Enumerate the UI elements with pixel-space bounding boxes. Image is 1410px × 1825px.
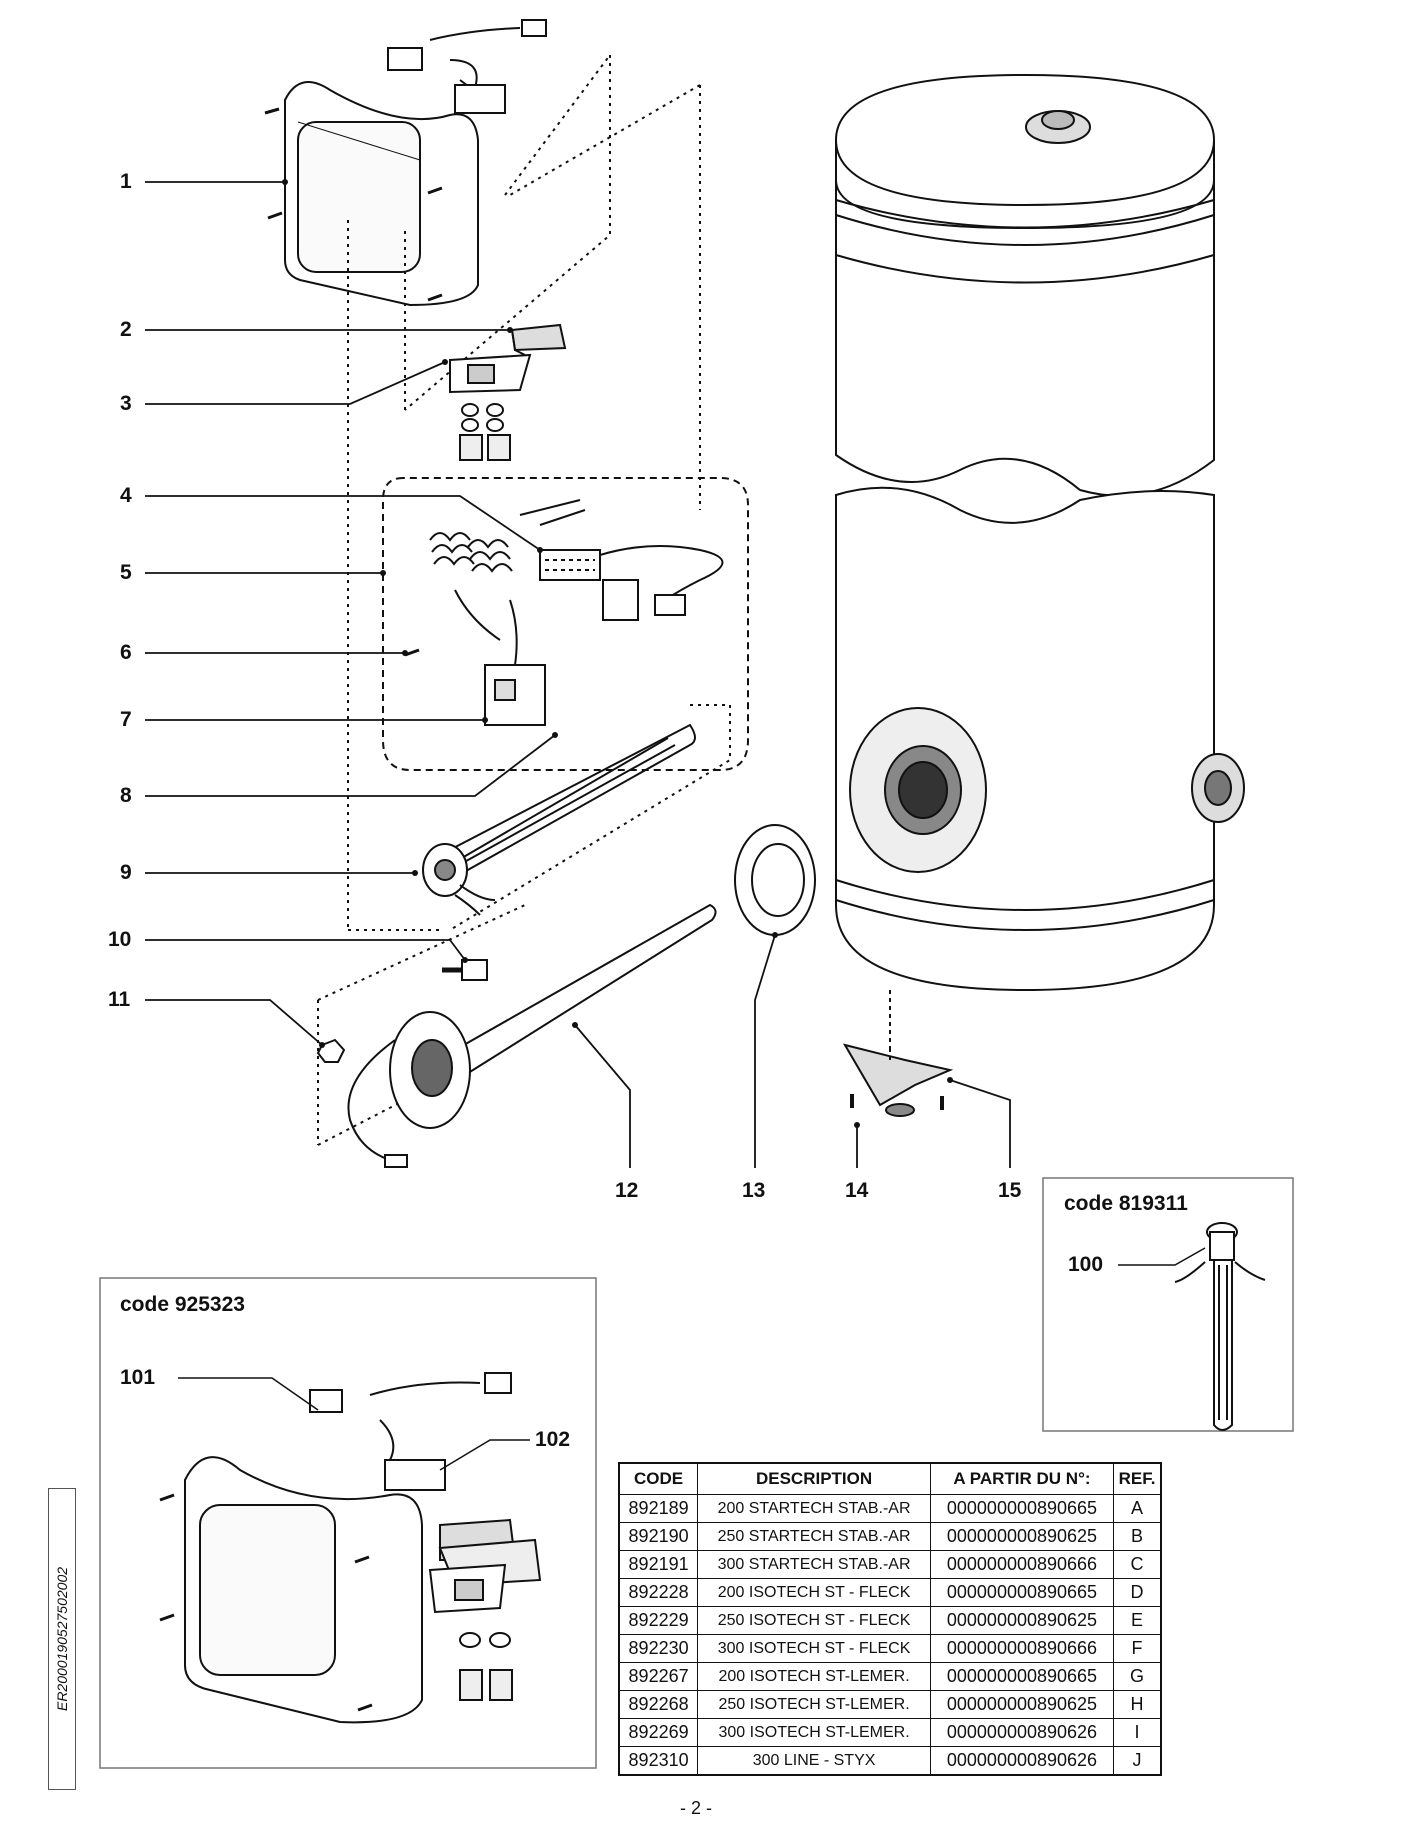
parts-reference-table: CODE DESCRIPTION A PARTIR DU N°: REF. 89… [618,1462,1162,1776]
table-row: 892190 250 STARTECH STAB.-AR 00000000089… [618,1522,1162,1551]
table-row: 892269 300 ISOTECH ST-LEMER. 00000000089… [618,1718,1162,1747]
callout-8: 8 [120,784,132,807]
cell-serial: 000000000890626 [929,1746,1115,1776]
cell-description: 250 ISOTECH ST-LEMER. [697,1690,931,1719]
cell-serial: 000000000890625 [929,1522,1115,1551]
header-code: CODE [618,1462,699,1495]
callout-2: 2 [120,318,132,341]
cell-description: 300 LINE - STYX [697,1746,931,1776]
cell-code: 892191 [618,1550,699,1579]
callout-100: 100 [1068,1253,1104,1276]
cell-ref: G [1113,1662,1162,1691]
cell-code: 892230 [618,1634,699,1663]
inset-cover-kit [159,1372,542,1724]
cell-ref: C [1113,1550,1162,1579]
cell-description: 250 STARTECH STAB.-AR [697,1522,931,1551]
callout-3: 3 [120,392,132,415]
callout-15: 15 [998,1179,1022,1202]
cell-code: 892267 [618,1662,699,1691]
cell-code: 892268 [618,1690,699,1719]
cell-serial: 000000000890665 [929,1578,1115,1607]
cell-code: 892189 [618,1494,699,1523]
cell-ref: D [1113,1578,1162,1607]
table-row: 892228 200 ISOTECH ST - FLECK 0000000008… [618,1578,1162,1607]
cell-description: 300 ISOTECH ST - FLECK [697,1634,931,1663]
cell-ref: J [1113,1746,1162,1776]
cell-code: 892269 [618,1718,699,1747]
base-plate-3 [449,353,532,461]
inset-heating-element [1118,1222,1266,1431]
callout-9: 9 [120,861,132,884]
callout-10: 10 [108,928,132,951]
callout-11: 11 [108,988,131,1011]
cell-description: 200 ISOTECH ST-LEMER. [697,1662,931,1691]
cell-code: 892228 [618,1578,699,1607]
cell-ref: H [1113,1690,1162,1719]
cell-serial: 000000000890666 [929,1550,1115,1579]
cell-description: 300 STARTECH STAB.-AR [697,1550,931,1579]
water-tank-upper [835,73,1215,497]
cell-ref: B [1113,1522,1162,1551]
callout-102: 102 [535,1428,571,1451]
water-tank-lower [835,486,1245,1050]
header-description: DESCRIPTION [697,1462,931,1495]
foot-15 [842,1043,954,1117]
cell-ref: I [1113,1718,1162,1747]
table-row: 892191 300 STARTECH STAB.-AR 00000000089… [618,1550,1162,1579]
table-row: 892310 300 LINE - STYX 000000000890626 J [618,1746,1162,1776]
header-ref: REF. [1113,1462,1162,1495]
cell-serial: 000000000890665 [929,1662,1115,1691]
document-id: ER2000190527502002 [48,1488,76,1790]
cell-description: 200 ISOTECH ST - FLECK [697,1578,931,1607]
page-number: - 2 - [680,1798,713,1818]
callout-6: 6 [120,641,132,664]
cell-code: 892190 [618,1522,699,1551]
callout-13: 13 [742,1179,766,1202]
cell-serial: 000000000890665 [929,1494,1115,1523]
cell-ref: A [1113,1494,1162,1523]
cell-ref: E [1113,1606,1162,1635]
leader-lines [145,181,1011,1168]
leader-dots [282,179,953,1128]
cell-description: 250 ISOTECH ST - FLECK [697,1606,931,1635]
cell-serial: 000000000890625 [929,1690,1115,1719]
table-header-row: CODE DESCRIPTION A PARTIR DU N°: REF. [618,1462,1162,1495]
thermostat-assembly-4-7 [404,499,724,726]
callout-4: 4 [120,484,132,507]
table-row: 892230 300 ISOTECH ST - FLECK 0000000008… [618,1634,1162,1663]
cell-description: 200 STARTECH STAB.-AR [697,1494,931,1523]
cell-code: 892229 [618,1606,699,1635]
callout-101: 101 [120,1366,156,1389]
cell-description: 300 ISOTECH ST-LEMER. [697,1718,931,1747]
callout-7: 7 [120,708,132,731]
heating-element-9 [422,723,696,916]
inset-box-cover-kit [99,1277,597,1769]
inset-code-819311: code 819311 [1064,1192,1188,1215]
header-from-serial: A PARTIR DU N°: [929,1462,1115,1495]
cell-code: 892310 [618,1746,699,1776]
sheath-12 [347,903,717,1168]
callout-5: 5 [120,561,132,584]
table-row: 892268 250 ISOTECH ST-LEMER. 00000000089… [618,1690,1162,1719]
callout-1: 1 [120,170,132,193]
inset-box-heating-element [1042,1177,1294,1432]
table-row: 892229 250 ISOTECH ST - FLECK 0000000008… [618,1606,1162,1635]
clip-2 [510,323,567,356]
cell-serial: 000000000890625 [929,1606,1115,1635]
table-row: 892267 200 ISOTECH ST-LEMER. 00000000089… [618,1662,1162,1691]
inset-code-925323: code 925323 [120,1293,245,1316]
callout-14: 14 [845,1179,869,1202]
cell-serial: 000000000890666 [929,1634,1115,1663]
table-row: 892189 200 STARTECH STAB.-AR 00000000089… [618,1494,1162,1523]
cell-ref: F [1113,1634,1162,1663]
cover-housing-1 [264,19,547,307]
cell-serial: 000000000890626 [929,1718,1115,1747]
bolt-10 [442,959,488,981]
gasket-13 [734,824,816,936]
callout-12: 12 [615,1179,639,1202]
